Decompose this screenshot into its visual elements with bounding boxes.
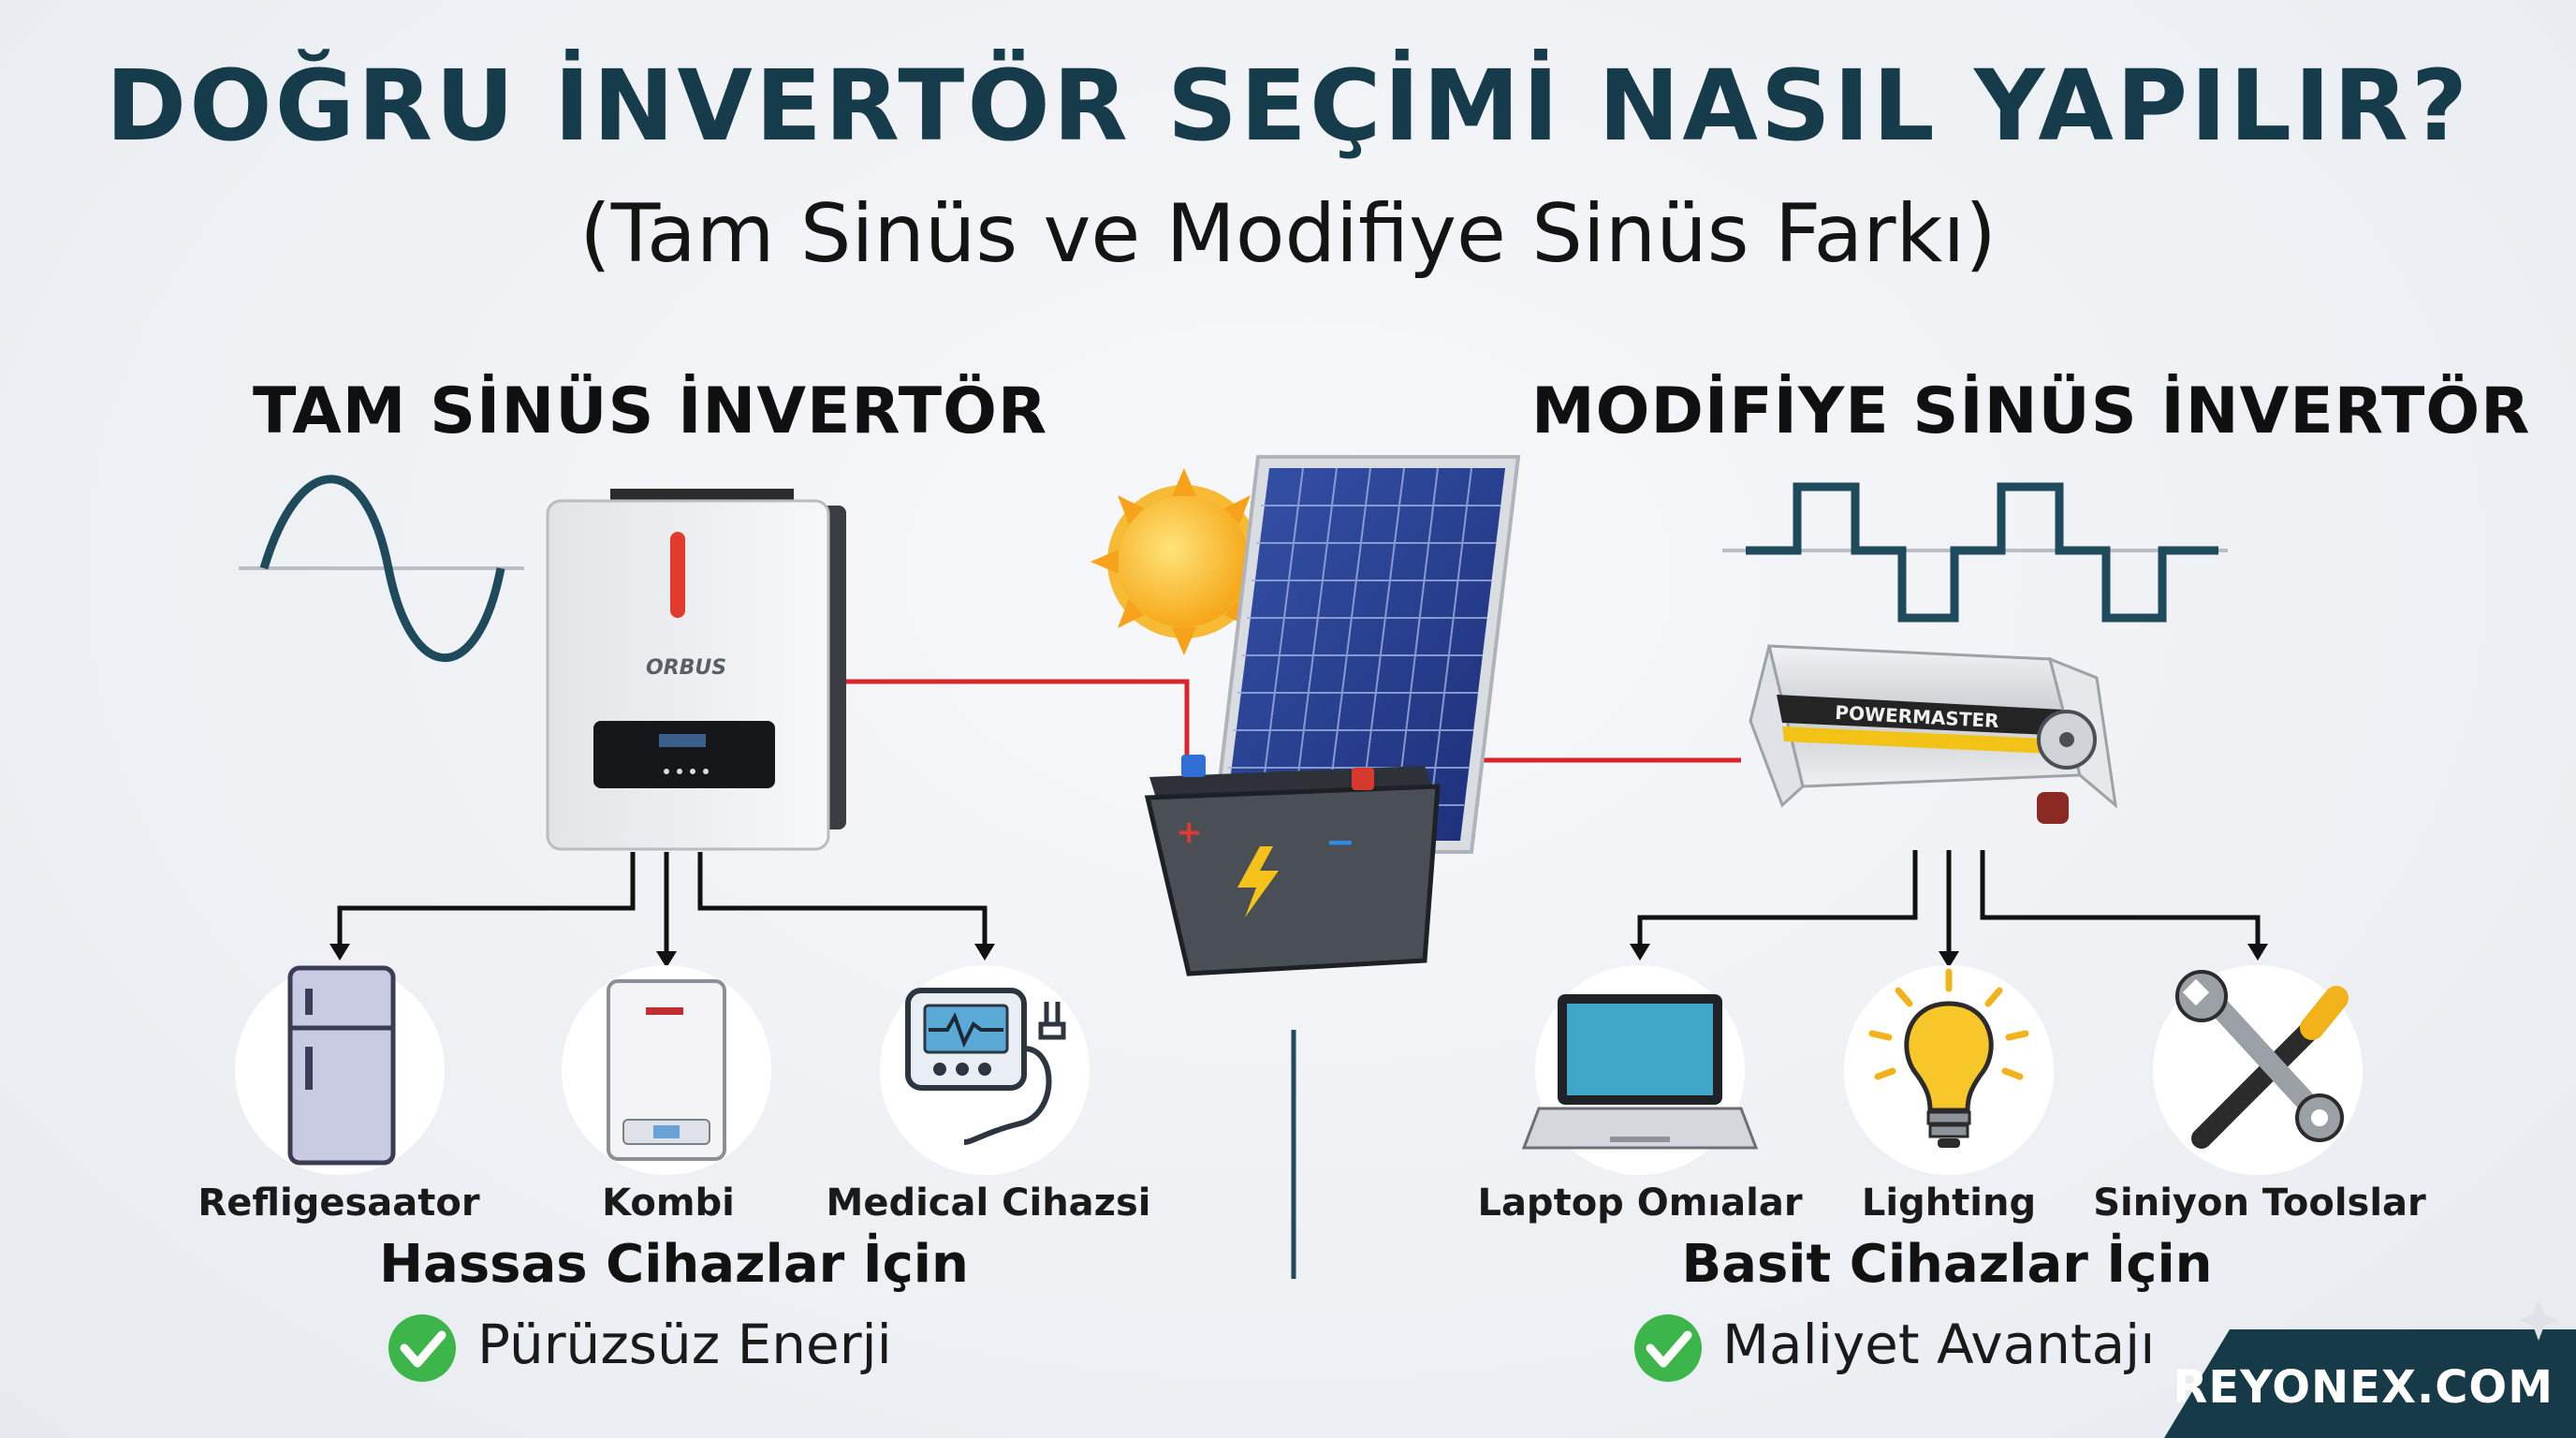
- boiler-icon: [607, 979, 726, 1161]
- device-label-medical: Medical Cihazsi: [826, 1181, 1151, 1225]
- left-heading: TAM SİNÜS İNVERTÖR: [253, 374, 1048, 448]
- right-check-icon: [1634, 1314, 1702, 1382]
- refrigerator-icon: [287, 965, 396, 1166]
- device-label-refrigerator: Refligesaator: [198, 1181, 480, 1225]
- left-check-icon: [388, 1314, 456, 1382]
- page-title: DOĞRU İNVERTÖR SEÇİMİ NASIL YAPILIR?: [105, 49, 2471, 163]
- battery-icon: + −: [1144, 755, 1441, 976]
- inverter-brand-text: ORBUS: [646, 656, 726, 680]
- left-benefit: Pürüzsüz Enerji: [477, 1313, 892, 1376]
- right-heading: MODİFİYE SİNÜS İNVERTÖR: [1531, 374, 2531, 448]
- device-label-boiler: Kombi: [602, 1181, 735, 1225]
- right-subheading: Basit Cihazlar İçin: [1681, 1234, 2213, 1295]
- left-subheading: Hassas Cihazlar İçin: [379, 1234, 969, 1295]
- right-benefit: Maliyet Avantajı: [1722, 1313, 2156, 1376]
- svg-text:+: +: [1176, 814, 1203, 851]
- light-bulb-icon: [1868, 968, 2029, 1148]
- left-output-wires: [337, 852, 988, 955]
- sparkle-icon: [2518, 1299, 2559, 1341]
- medical-monitor-icon: [905, 988, 1066, 1145]
- page-subtitle: (Tam Sinüs ve Modifiye Sinüs Farkı): [579, 187, 1997, 281]
- right-output-wires: [1637, 850, 2261, 955]
- footer-banner: [2164, 1329, 2576, 1438]
- sun-icon: [1090, 468, 1278, 655]
- solar-panel-icon: [1208, 455, 1521, 854]
- device-label-lighting: Lighting: [1861, 1181, 2037, 1225]
- svg-text:−: −: [1325, 821, 1355, 862]
- square-wave-icon: [1722, 482, 2228, 623]
- modified-sine-inverter-icon: POWERMASTER: [1749, 644, 2118, 824]
- footer-url[interactable]: REYONEX.COM: [2173, 1361, 2554, 1414]
- laptop-icon: [1521, 994, 1759, 1150]
- sine-wave-icon: [239, 475, 524, 662]
- device-label-tools: Siniyon Toolslar: [2093, 1181, 2426, 1225]
- device-label-laptop: Laptop Omıalar: [1477, 1181, 1803, 1225]
- tools-icon: [2175, 970, 2349, 1149]
- pure-sine-inverter-icon: ORBUS: [546, 489, 846, 851]
